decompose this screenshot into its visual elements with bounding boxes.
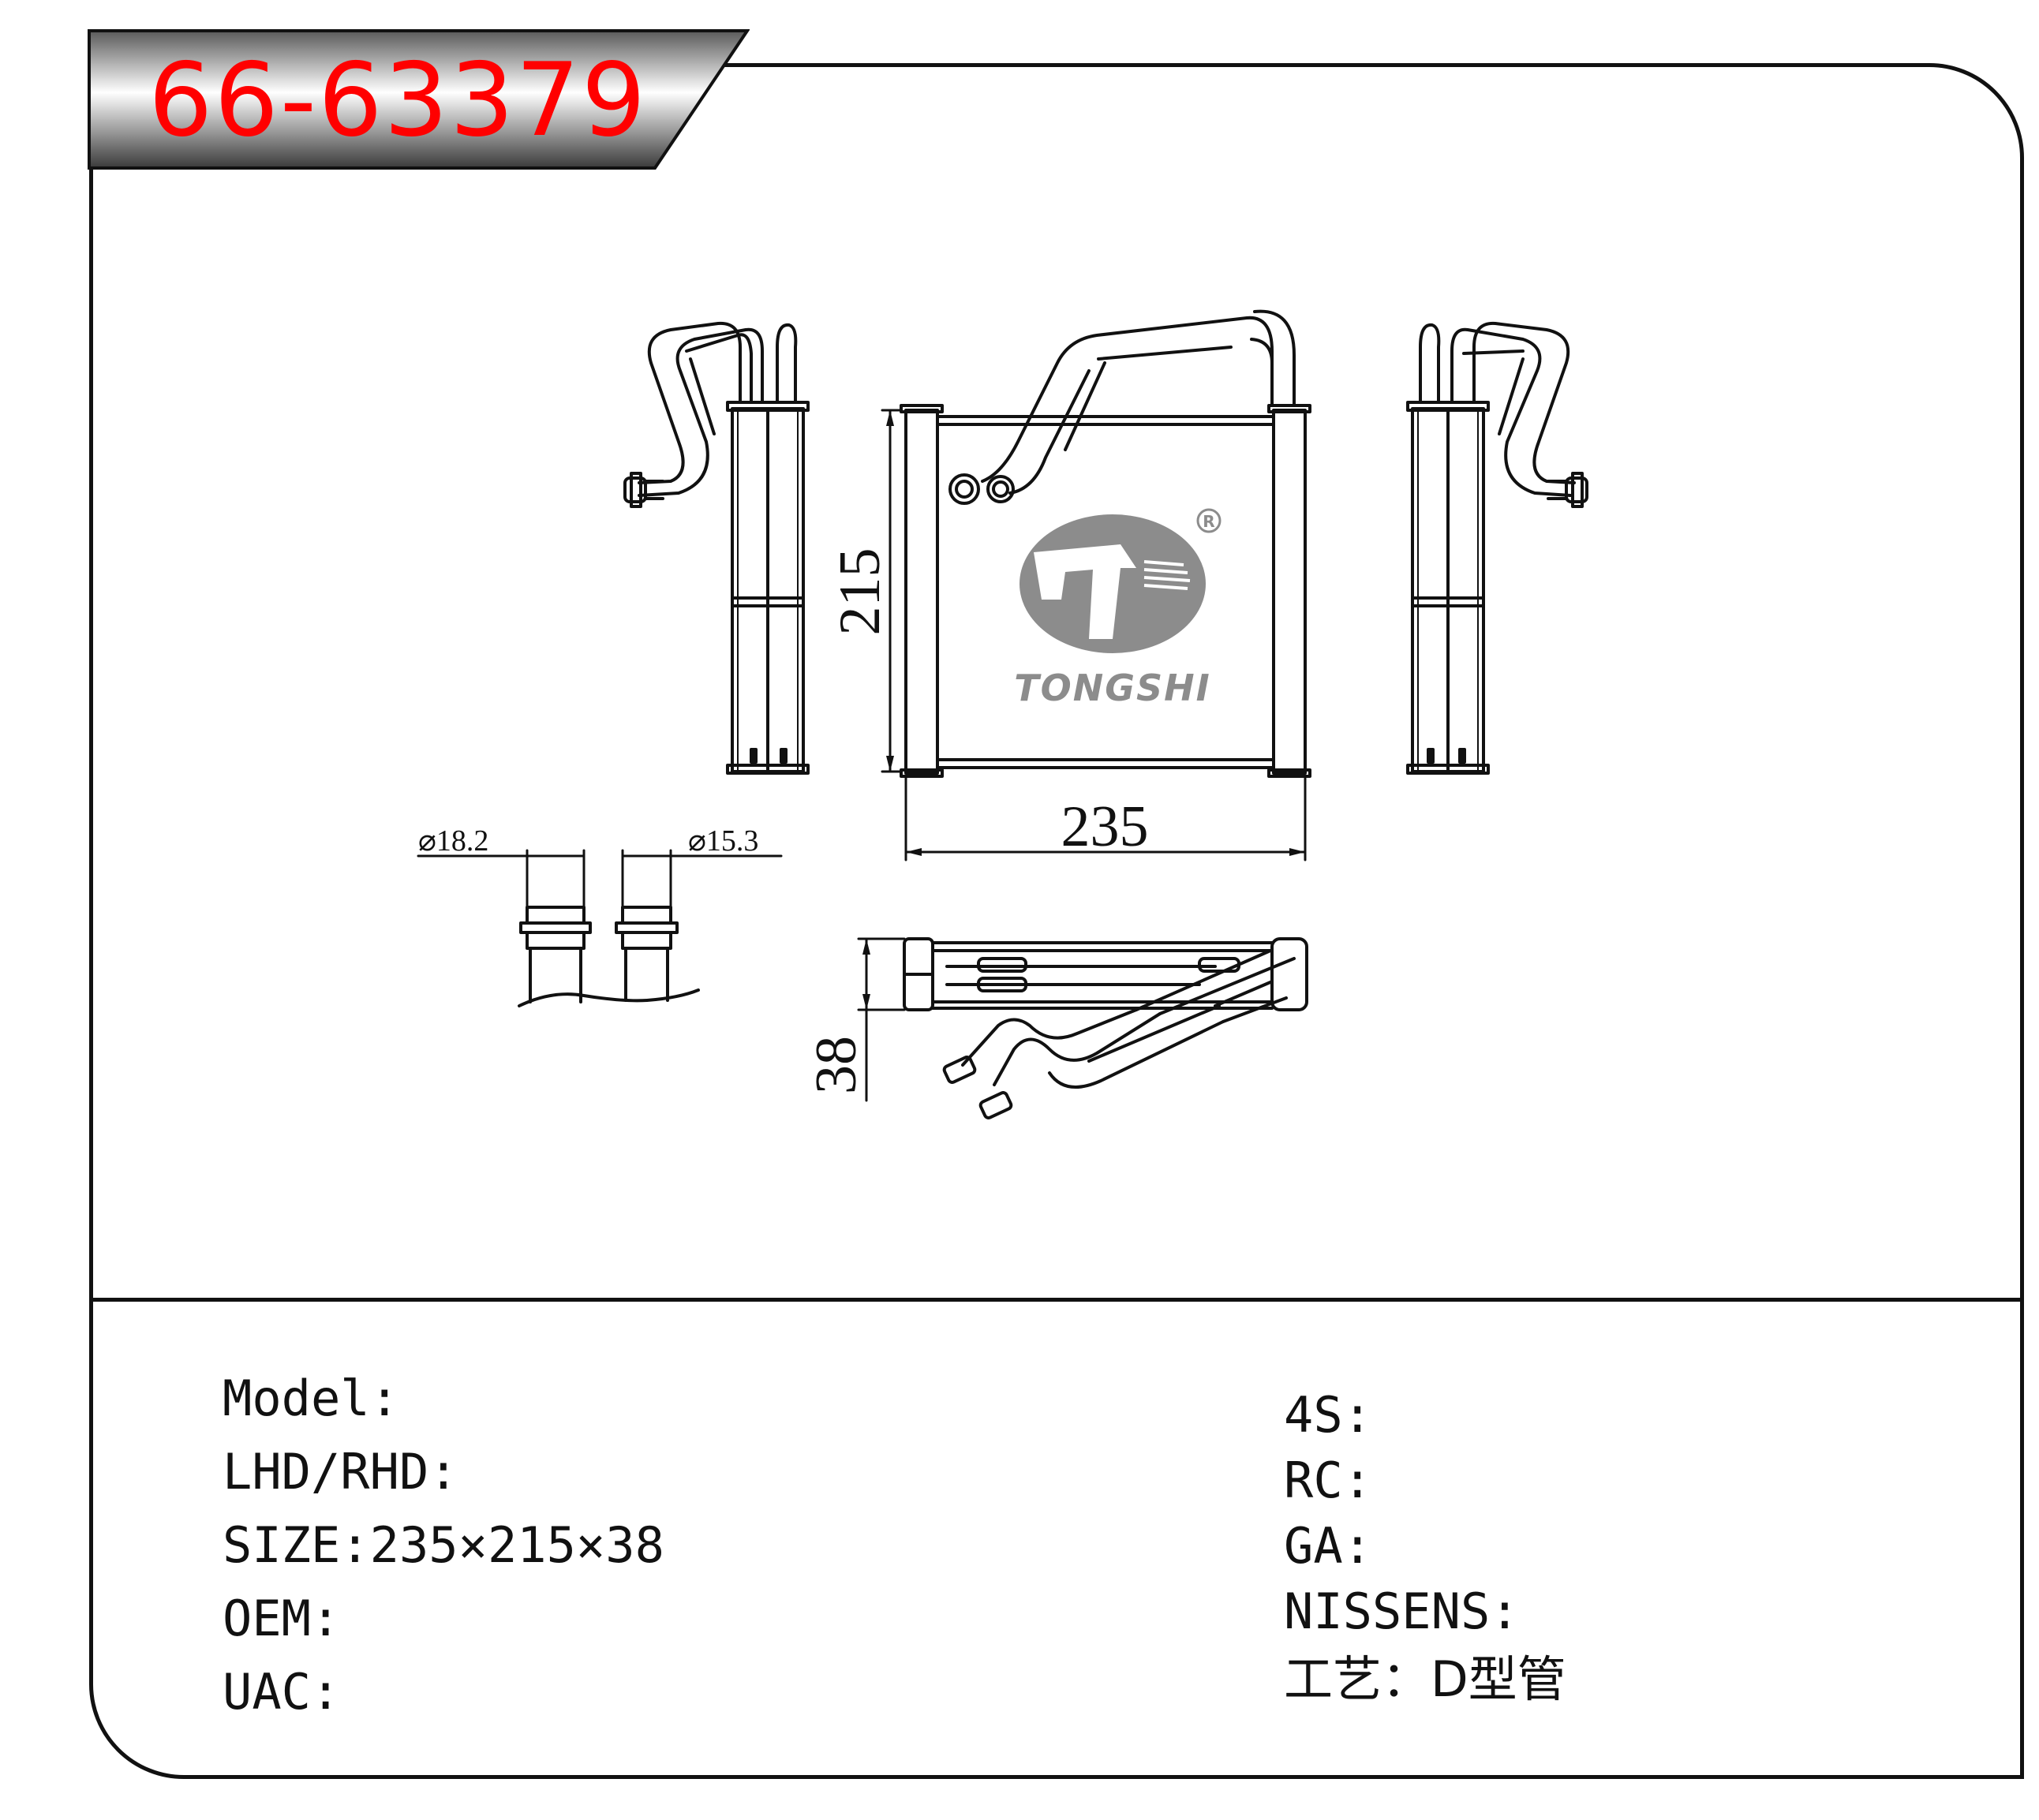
left-side-view [623,321,810,775]
spec-ga: GA: [1284,1522,1372,1571]
part-number: 66-63379 [148,42,648,159]
dim-width-label: 235 [1061,794,1149,859]
spec-4s-label: 4S: [1284,1386,1372,1444]
spec-size-label: SIZE: [223,1516,370,1574]
dim-height-label: 215 [828,548,892,636]
drawing-frame [89,63,2024,1779]
spec-lhd-rhd: LHD/RHD: [223,1448,458,1497]
spec-process-label: 工艺： [1284,1650,1431,1708]
right-side-view [1406,321,1588,775]
spec-size: SIZE:235×215×38 [223,1521,664,1570]
spec-uac-label: UAC: [223,1663,341,1721]
part-number-tab: 66-63379 [87,28,750,170]
section-divider [89,1298,2024,1302]
spec-lhd-rhd-label: LHD/RHD: [223,1443,458,1500]
pipe-diameter-small: ⌀15.3 [688,824,758,858]
tab-background [88,29,750,170]
top-view [857,937,1308,1119]
spec-rc: RC: [1284,1456,1372,1505]
spec-size-value: 235×215×38 [369,1516,664,1574]
spec-4s: 4S: [1284,1391,1372,1440]
registered-mark: R [1203,512,1214,531]
brand-name: TONGSHI [1014,667,1210,709]
spec-uac: UAC: [223,1668,340,1717]
spec-process-value: D型管 [1431,1650,1566,1708]
spec-rc-label: RC: [1284,1452,1372,1509]
spec-oem: OEM: [223,1594,340,1643]
pipe-diameter-large: ⌀18.2 [418,824,488,858]
spec-model: Model: [223,1374,399,1423]
spec-process: 工艺：D型管 [1284,1655,1566,1704]
front-view [881,309,1311,861]
spec-ga-label: GA: [1284,1517,1372,1575]
tongshi-logo: R TONGSHI [1014,508,1222,709]
dim-depth-label: 38 [804,1036,869,1094]
spec-nissens: NISSENS: [1284,1587,1520,1636]
technical-drawing: R TONGSHI 215 235 38 ⌀18.2 ⌀15.3 [417,309,1588,1119]
spec-oem-label: OEM: [223,1590,341,1647]
spec-nissens-label: NISSENS: [1284,1583,1520,1640]
pipe-detail [417,849,783,1007]
spec-model-label: Model: [223,1370,399,1427]
